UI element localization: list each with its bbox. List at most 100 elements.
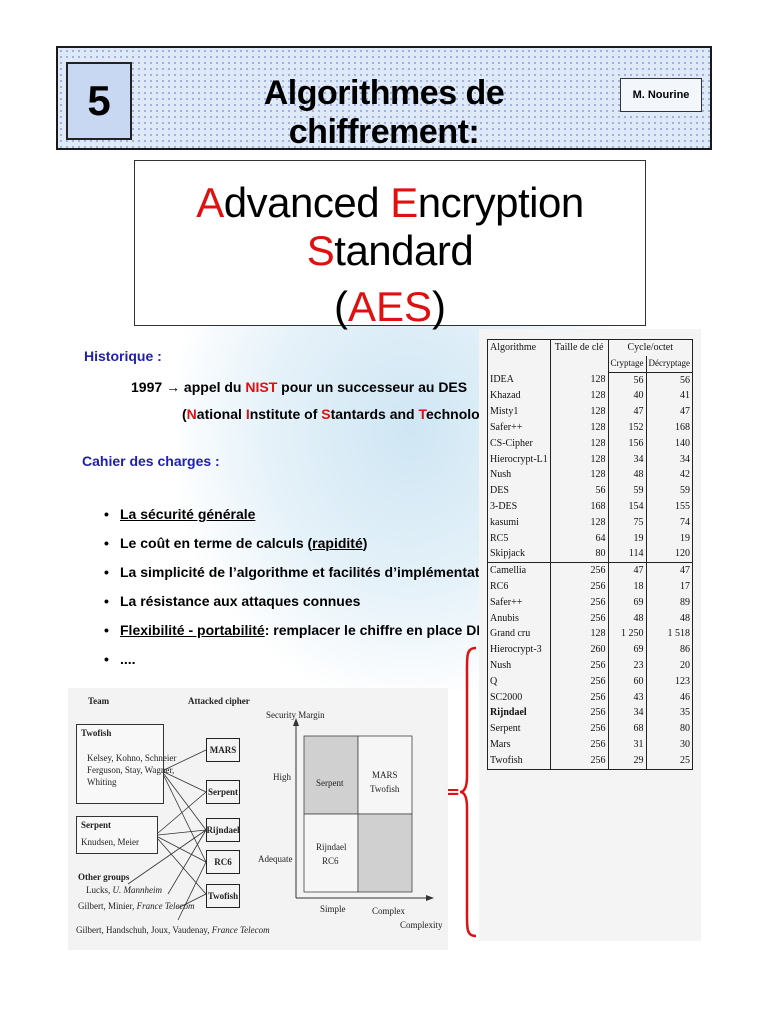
cell-encrypt: 31 — [607, 736, 647, 753]
cell-decrypt: 89 — [645, 594, 694, 611]
cell-decrypt: 42 — [645, 467, 694, 484]
group-org: U. Mannheim — [112, 885, 163, 895]
cell-key-size: 260 — [549, 642, 609, 658]
cell-decrypt: 80 — [645, 721, 694, 737]
diagram-lines — [127, 718, 434, 921]
cell-encrypt: 68 — [607, 721, 647, 737]
cell-key-size: 256 — [549, 594, 609, 611]
bullet-text: La simplicité de l’algorithme et facilit… — [120, 564, 501, 580]
complex-label: Complex — [372, 906, 405, 916]
high-label: High — [273, 772, 291, 782]
hist-text: ational — [196, 406, 246, 422]
cell-algorithm: SC2000 — [487, 689, 551, 706]
cell-encrypt: 40 — [607, 388, 647, 405]
security-margin-label: Security Margin — [266, 710, 325, 720]
list-item: La simplicité de l’algorithme et facilit… — [104, 558, 500, 587]
hist-text: ( — [182, 406, 187, 422]
cell-algorithm: RC6 — [487, 578, 551, 595]
cell-encrypt: 34 — [607, 451, 647, 468]
col-header-key: Taille de clé — [549, 339, 609, 373]
letter-a: A — [196, 179, 224, 226]
hist-text: 1997 → appel du — [131, 379, 246, 395]
group-org: France Telecom — [211, 925, 270, 935]
cell-key-size: 128 — [549, 514, 609, 531]
bullet-text: : remplacer le chiffre en place DES — [264, 622, 496, 638]
cell-decrypt: 30 — [645, 736, 694, 753]
twofish-team-title: Twofish — [81, 728, 112, 738]
list-item: .... — [104, 645, 500, 674]
cell-encrypt: 23 — [607, 657, 647, 674]
cell-key-size: 128 — [549, 435, 609, 452]
cell-key-size: 256 — [549, 752, 609, 770]
cell-encrypt: 47 — [607, 404, 647, 420]
list-item: La sécurité générale — [104, 500, 500, 529]
cell-encrypt: 47 — [607, 562, 647, 579]
cell-decrypt: 47 — [645, 404, 694, 420]
cell-encrypt: 56 — [607, 372, 647, 389]
cell-decrypt: 86 — [645, 642, 694, 658]
cell-encrypt: 152 — [607, 419, 647, 436]
cipher-box-serpent: Serpent — [206, 780, 240, 804]
team-member: Ferguson, Stay, Wagner, — [87, 765, 175, 775]
abbr-aes: AES — [347, 283, 433, 330]
cell-key-size: 128 — [549, 404, 609, 420]
cell-key-size: 128 — [549, 388, 609, 405]
cell-encrypt: 19 — [607, 530, 647, 547]
cell-decrypt: 17 — [645, 578, 694, 595]
quadrant-mars: MARS — [372, 770, 398, 780]
col-header-enc: Cryptage — [607, 355, 647, 373]
cell-key-size: 128 — [549, 467, 609, 484]
cell-decrypt: 25 — [645, 752, 694, 770]
cell-decrypt: 123 — [645, 673, 694, 690]
hist-text: nstitute of — [249, 406, 322, 422]
quadrant-twofish: Twofish — [370, 784, 400, 794]
cell-algorithm: Skipjack — [487, 546, 551, 563]
cell-key-size: 256 — [549, 610, 609, 627]
cell-algorithm: Anubis — [487, 610, 551, 627]
cell-decrypt: 47 — [645, 562, 694, 579]
bullet-text: rapidité — [312, 535, 363, 551]
cell-algorithm: CS-Cipher — [487, 435, 551, 452]
cell-key-size: 80 — [549, 546, 609, 563]
cell-algorithm: DES — [487, 483, 551, 499]
cell-algorithm: Grand cru — [487, 626, 551, 643]
letter-t: T — [418, 406, 427, 422]
cell-algorithm: IDEA — [487, 372, 551, 389]
bullet-text: Le coût en terme de calculs ( — [120, 535, 313, 551]
cell-algorithm: Safer++ — [487, 419, 551, 436]
cell-decrypt: 19 — [645, 530, 694, 547]
cell-key-size: 128 — [549, 372, 609, 389]
team-member: Kelsey, Kohno, Schneier — [87, 753, 177, 763]
cell-key-size: 128 — [549, 419, 609, 436]
cell-key-size: 256 — [549, 578, 609, 595]
cell-key-size: 256 — [549, 562, 609, 579]
attack-diagram-image: Team Attacked cipher Twofish Kelsey, Koh… — [68, 688, 448, 950]
attacked-label: Attacked cipher — [188, 696, 250, 706]
team-label: Team — [88, 696, 110, 706]
brace-icon — [459, 646, 477, 938]
cell-encrypt: 69 — [607, 642, 647, 658]
quadrant-rijndael: Rijndael — [316, 842, 347, 852]
cell-algorithm: 3-DES — [487, 498, 551, 515]
cell-key-size: 128 — [549, 626, 609, 643]
cell-key-size: 256 — [549, 689, 609, 706]
cell-decrypt: 140 — [645, 435, 694, 452]
group-text: Gilbert, Minier, — [78, 901, 137, 911]
cell-encrypt: 154 — [607, 498, 647, 515]
cell-encrypt: 114 — [607, 546, 647, 563]
col-header-dec: Décryptage — [645, 355, 694, 373]
cell-encrypt: 60 — [607, 673, 647, 690]
cell-encrypt: 156 — [607, 435, 647, 452]
cell-encrypt: 43 — [607, 689, 647, 706]
performance-table: Algorithme Taille de clé Cycle/octet Cry… — [487, 338, 694, 770]
bullet-text: Flexibilité - portabilité — [120, 622, 265, 638]
cell-decrypt: 48 — [645, 610, 694, 627]
cell-key-size: 256 — [549, 657, 609, 674]
word-encryption: ncryption — [417, 179, 584, 226]
group-text: Lucks, — [86, 885, 113, 895]
